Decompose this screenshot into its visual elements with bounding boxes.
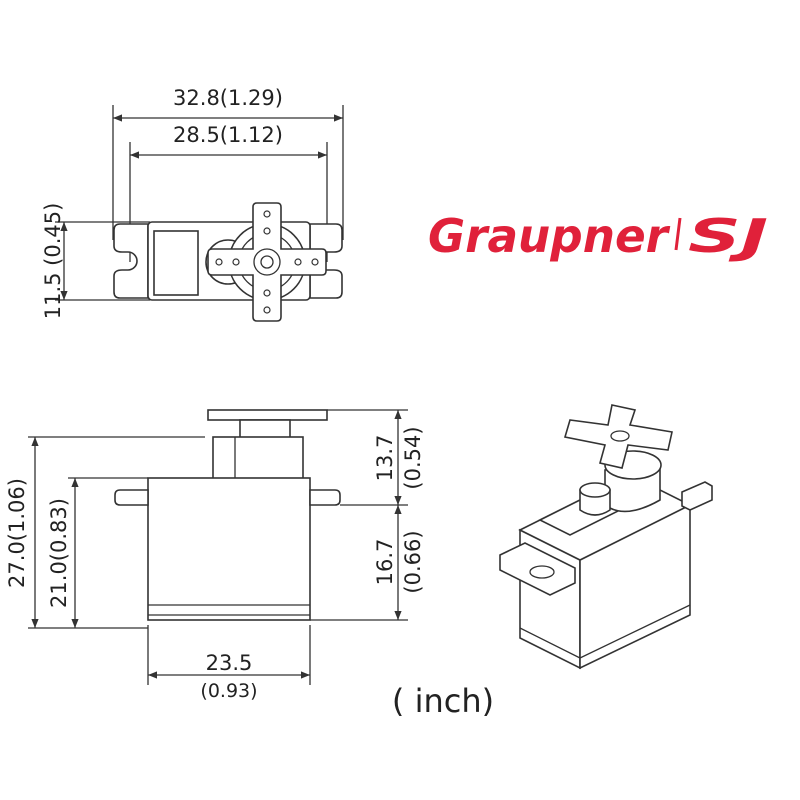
dim-body-height-label: 21.0(0.83): [47, 498, 71, 608]
logo-brand: Graupner: [428, 209, 671, 263]
side-view: 27.0(1.06) 21.0(0.83) 13.7 (0.54) 16.7 (…: [5, 409, 425, 702]
graupner-sj-logo: Graupner SJ: [428, 209, 768, 263]
dim-upper-height-mm: 13.7: [373, 435, 397, 482]
servo-horn: [207, 202, 327, 322]
logo-suffix: SJ: [688, 209, 768, 263]
iso-servo-horn: [563, 404, 673, 469]
dim-inner-width-label: 28.5(1.12): [173, 123, 283, 147]
top-view: 32.8(1.29) 28.5(1.12) 11.5 (0.45): [41, 86, 344, 322]
dim-lower-height-mm: 16.7: [373, 539, 397, 586]
dim-depth-label: 11.5 (0.45): [41, 203, 65, 320]
dim-body-width-mm: 23.5: [206, 651, 253, 675]
dim-upper-height-in: (0.54): [401, 426, 425, 489]
dim-lower-height-in: (0.66): [401, 530, 425, 593]
dim-outer-width-label: 32.8(1.29): [173, 86, 283, 110]
unit-note: ( inch): [392, 682, 494, 720]
dim-total-height-label: 27.0(1.06): [5, 478, 29, 588]
dim-body-width-in: (0.93): [200, 680, 257, 702]
isometric-view: [499, 404, 713, 670]
